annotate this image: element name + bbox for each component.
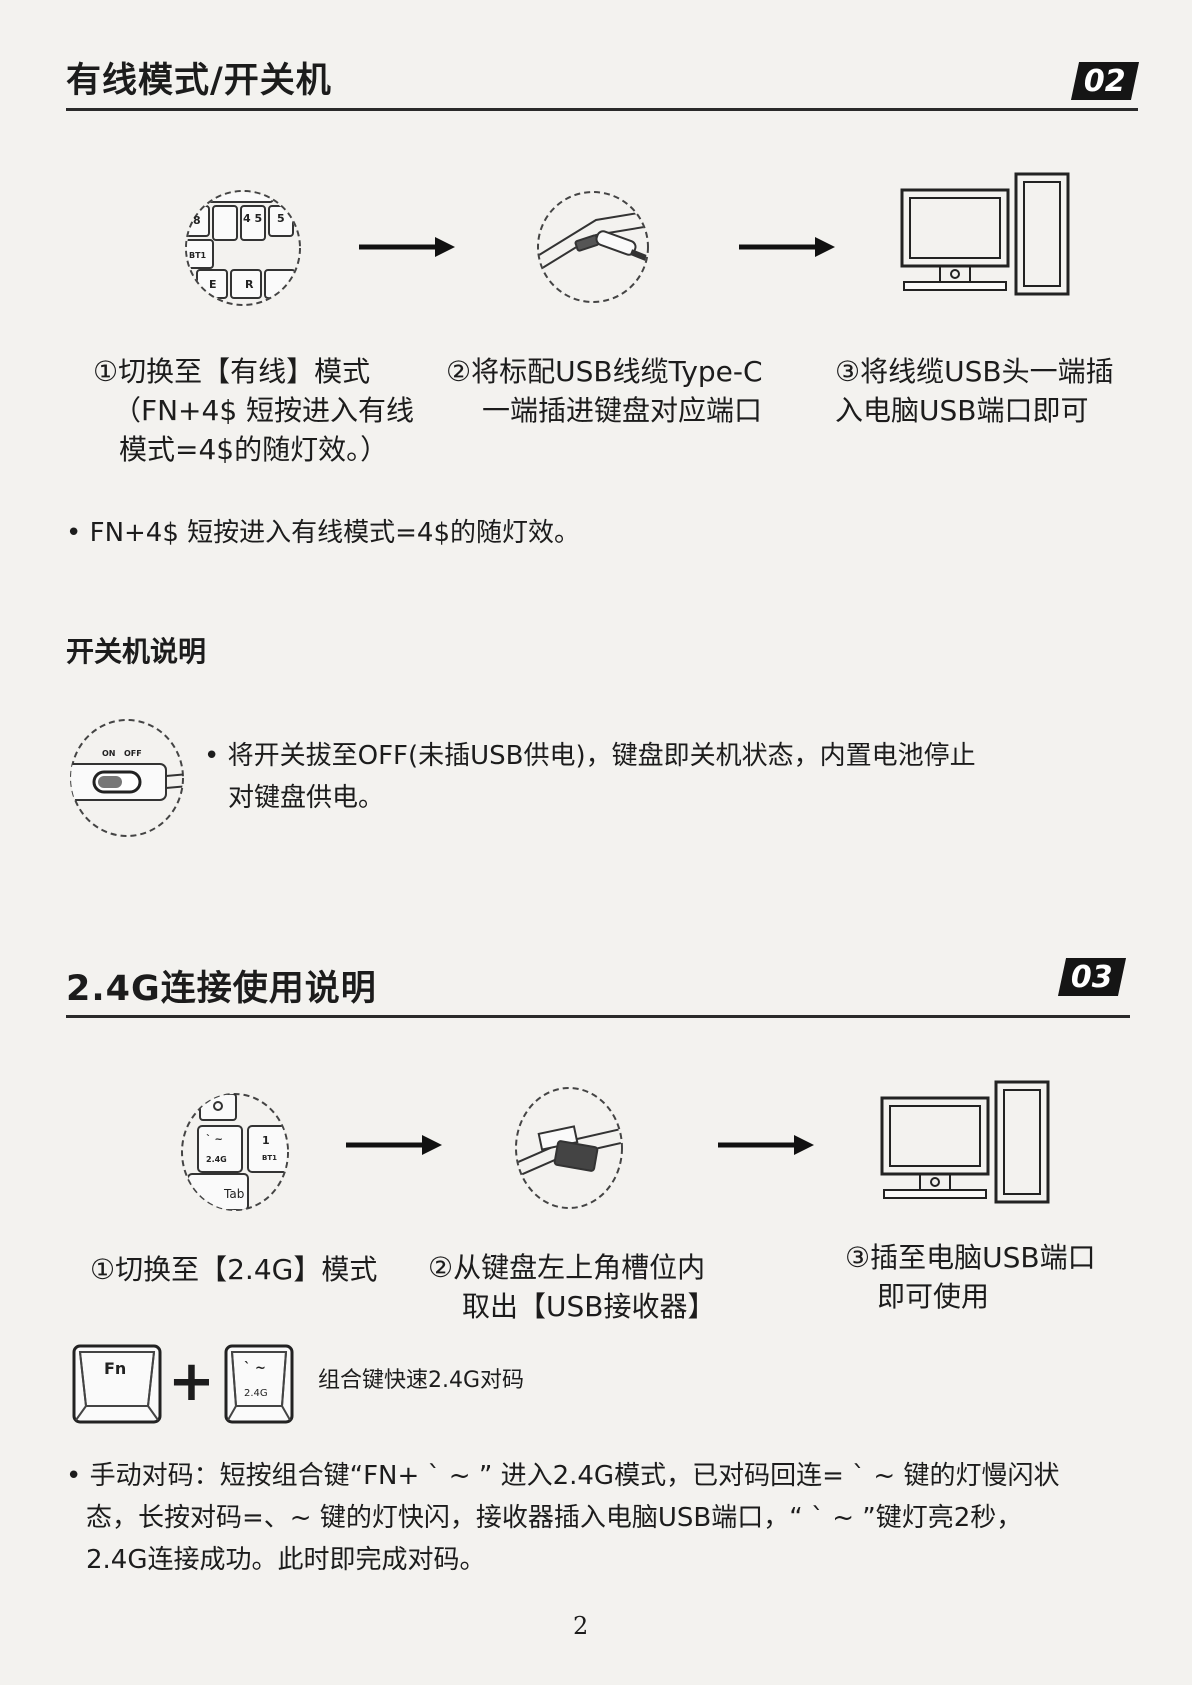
- switch-on-label: ON: [102, 749, 116, 758]
- wired-note-text: FN+4$ 短按进入有线模式=4$的随灯效。: [89, 518, 581, 548]
- key-label: 2.4G: [206, 1155, 227, 1164]
- key-label: R: [245, 278, 254, 291]
- wired-step-1: ①切换至【有线】模式 （FN+4$ 短按进入有线 模式=4$的随灯效。）: [93, 352, 433, 469]
- pairing-note-line: 手动对码：短按组合键“FN+ ` ~ ” 进入2.4G模式，已对码回连= ` ~…: [89, 1461, 1060, 1491]
- power-note-line: 对键盘供电。: [228, 783, 385, 813]
- section1-rule: [66, 108, 1138, 111]
- key-label: BT1: [262, 1154, 277, 1162]
- fn-key-label: Fn: [104, 1359, 126, 1378]
- power-subtitle: 开关机说明: [66, 635, 207, 668]
- step-line: 入电脑USB端口即可: [835, 394, 1089, 427]
- arrow-right-icon: [359, 237, 455, 257]
- wired-note: • FN+4$ 短按进入有线模式=4$的随灯效。: [66, 512, 580, 554]
- step-line: ②将标配USB线缆Type-C: [446, 355, 763, 388]
- combo-label: 组合键快速2.4G对码: [318, 1368, 525, 1393]
- step-line: ①切换至【有线】模式: [93, 355, 371, 388]
- usb-receiver-figure: [515, 1087, 623, 1209]
- wireless-step-1: ①切换至【2.4G】模式: [90, 1250, 420, 1289]
- keyboard-closeup-figure: 8 4 5 5 BT1 E R: [185, 190, 301, 306]
- svg-text:` ~: ` ~: [206, 1133, 223, 1145]
- key-label: BT1: [189, 251, 207, 260]
- power-note: • 将开关拔至OFF(未插USB供电)，键盘即关机状态，内置电池停止 对键盘供电…: [204, 735, 1124, 819]
- step-line: 取出【USB接收器】: [462, 1290, 716, 1323]
- power-note-line: 将开关拔至OFF(未插USB供电)，键盘即关机状态，内置电池停止: [227, 741, 976, 771]
- wireless-step-3: ③插至电脑USB端口 即可使用: [845, 1238, 1145, 1316]
- arrow-right-icon: [346, 1135, 442, 1155]
- computer-icon: [880, 1080, 1050, 1204]
- section1-badge: 02: [1070, 62, 1140, 100]
- wired-step-2: ②将标配USB线缆Type-C 一端插进键盘对应端口: [446, 352, 796, 430]
- key-label: Tab: [223, 1187, 244, 1201]
- step-line: ③插至电脑USB端口: [845, 1241, 1096, 1274]
- key-label: 5: [277, 212, 285, 225]
- arrow-right-icon: [718, 1135, 814, 1155]
- arrow-right-icon: [739, 237, 835, 257]
- key-label: 4 5: [243, 212, 262, 225]
- section2-title: 2.4G连接使用说明: [66, 969, 377, 1009]
- bullet: •: [66, 518, 90, 548]
- tilde-24g-key-icon: ` ~ 2.4G: [224, 1344, 294, 1424]
- page-number: 2: [573, 1612, 589, 1640]
- step-line: 一端插进键盘对应端口: [482, 394, 763, 427]
- computer-icon: [900, 172, 1070, 296]
- step-line: ②从键盘左上角槽位内: [428, 1251, 706, 1284]
- step-line: ①切换至【2.4G】模式: [90, 1253, 378, 1286]
- plus-sign: +: [168, 1349, 215, 1414]
- pairing-note-line: 态，长按对码=、~ 键的灯快闪，接收器插入电脑USB端口，“ ` ~ ”键灯亮2…: [86, 1503, 1023, 1533]
- wireless-step-2: ②从键盘左上角槽位内 取出【USB接收器】: [428, 1248, 758, 1326]
- power-switch-figure: ON OFF: [70, 719, 184, 837]
- step-line: ③将线缆USB头一端插: [835, 355, 1114, 388]
- wired-step-3: ③将线缆USB头一端插 入电脑USB端口即可: [835, 352, 1155, 430]
- pairing-note-line: 2.4G连接成功。此时即完成对码。: [86, 1545, 486, 1575]
- tilde-key-bottom-label: 2.4G: [244, 1388, 268, 1399]
- type-c-port-figure: [537, 191, 649, 303]
- pairing-note: • 手动对码：短按组合键“FN+ ` ~ ” 进入2.4G模式，已对码回连= `…: [66, 1455, 1146, 1581]
- key-label: 8: [193, 214, 201, 227]
- key-label: 1: [262, 1134, 270, 1147]
- key-label: E: [209, 278, 217, 291]
- tilde-key-top-label: ` ~: [244, 1361, 266, 1376]
- bullet: •: [204, 741, 228, 771]
- section1-title: 有线模式/开关机: [66, 61, 332, 101]
- step-line: （FN+4$ 短按进入有线: [113, 394, 415, 427]
- section2-rule: [66, 1015, 1130, 1018]
- fn-key-icon: Fn: [72, 1344, 162, 1424]
- section2-badge: 03: [1057, 958, 1127, 996]
- step-line: 模式=4$的随灯效。）: [119, 433, 389, 466]
- switch-off-label: OFF: [124, 749, 142, 758]
- keyboard-24g-key-figure: ` ~ 2.4G 1 BT1 Tab: [181, 1093, 289, 1211]
- step-line: 即可使用: [877, 1280, 990, 1313]
- bullet: •: [66, 1461, 90, 1491]
